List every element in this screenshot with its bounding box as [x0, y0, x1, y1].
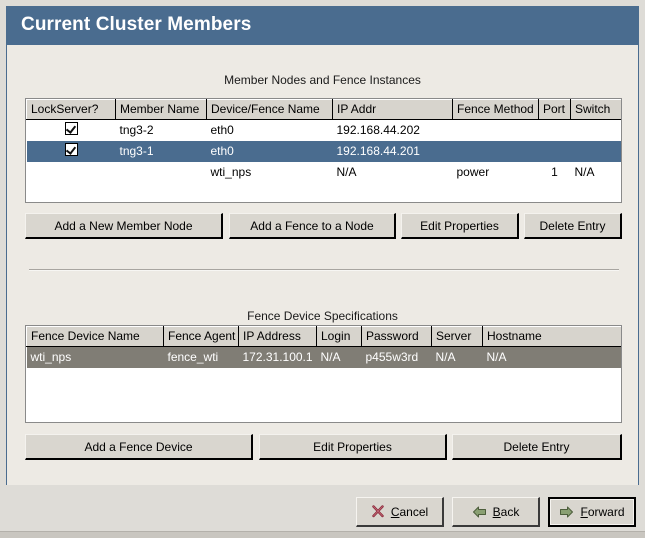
col-login[interactable]: Login — [316, 326, 362, 347]
table-row-selected[interactable]: tng3-1 eth0 192.168.44.201 — [26, 140, 621, 162]
table-row-selected[interactable]: wti_nps fence_wti 172.31.100.1 N/A p455w… — [26, 346, 621, 368]
arrow-right-icon — [559, 505, 574, 519]
col-lockserver[interactable]: LockServer? — [26, 99, 116, 120]
cell-port — [538, 140, 571, 162]
fence-devices-grid: Fence Device Name Fence Agent IP Address… — [26, 326, 621, 368]
dialog-content: Member Nodes and Fence Instances LockSer… — [7, 45, 638, 485]
col-fence-agent[interactable]: Fence Agent — [163, 326, 239, 347]
members-grid: LockServer? Member Name Device/Fence Nam… — [26, 99, 621, 183]
cancel-x-icon — [371, 504, 385, 519]
cell-ip-addr: N/A — [332, 161, 453, 183]
devices-header-row: Fence Device Name Fence Agent IP Address… — [26, 326, 621, 347]
cell-switch — [570, 119, 621, 141]
cell-fence-method — [452, 119, 539, 141]
col-password[interactable]: Password — [361, 326, 432, 347]
devices-section-title: Fence Device Specifications — [247, 309, 398, 323]
back-button-label: Back — [492, 504, 520, 519]
cell-ip-addr: 192.168.44.202 — [332, 119, 453, 141]
section-divider — [29, 269, 619, 271]
cell-device-fence-name: eth0 — [206, 119, 333, 141]
members-section-title: Member Nodes and Fence Instances — [224, 73, 421, 87]
cell-fence-device-name: wti_nps — [26, 346, 164, 368]
col-switch[interactable]: Switch — [570, 99, 621, 120]
arrow-left-icon — [472, 505, 487, 519]
forward-button-label: Forward — [580, 505, 625, 519]
forward-button[interactable]: Forward — [548, 497, 636, 527]
col-hostname[interactable]: Hostname — [482, 326, 621, 347]
cell-port: 1 — [538, 161, 571, 183]
cell-lockserver[interactable] — [26, 140, 116, 162]
cell-lockserver — [26, 161, 116, 183]
add-new-member-node-button[interactable]: Add a New Member Node — [25, 213, 223, 239]
delete-device-entry-button[interactable]: Delete Entry — [452, 434, 622, 460]
cancel-button-label: Cancel — [390, 504, 429, 519]
cell-ip-addr: 192.168.44.201 — [332, 140, 453, 162]
checkbox-checked-icon[interactable] — [64, 122, 78, 136]
cell-hostname: N/A — [482, 346, 621, 368]
add-fence-to-node-button[interactable]: Add a Fence to a Node — [229, 213, 396, 239]
cell-member-name: tng3-1 — [115, 140, 207, 162]
cell-server: N/A — [431, 346, 483, 368]
cell-login: N/A — [316, 346, 362, 368]
col-member-name[interactable]: Member Name — [115, 99, 207, 120]
delete-member-entry-button[interactable]: Delete Entry — [524, 213, 622, 239]
title-bar: Current Cluster Members — [7, 7, 638, 45]
cell-switch — [570, 140, 621, 162]
cell-port — [538, 119, 571, 141]
table-row[interactable]: tng3-2 eth0 192.168.44.202 — [26, 119, 621, 141]
cell-member-name — [115, 161, 207, 183]
cell-fence-method: power — [452, 161, 539, 183]
col-fence-method[interactable]: Fence Method — [452, 99, 539, 120]
window-bottom-edge — [0, 531, 645, 538]
col-port[interactable]: Port — [538, 99, 571, 120]
col-ip-addr[interactable]: IP Addr — [332, 99, 453, 120]
cell-lockserver[interactable] — [26, 119, 116, 141]
content-panel: Current Cluster Members Member Nodes and… — [6, 6, 639, 485]
page-title: Current Cluster Members — [21, 14, 252, 35]
col-server[interactable]: Server — [431, 326, 483, 347]
edit-device-properties-button[interactable]: Edit Properties — [259, 434, 447, 460]
cell-password: p455w3rd — [361, 346, 432, 368]
members-table[interactable]: LockServer? Member Name Device/Fence Nam… — [25, 98, 622, 203]
cell-ip-address: 172.31.100.1 — [238, 346, 317, 368]
edit-member-properties-button[interactable]: Edit Properties — [401, 213, 519, 239]
fence-devices-table[interactable]: Fence Device Name Fence Agent IP Address… — [25, 325, 622, 423]
cell-fence-method — [452, 140, 539, 162]
cell-member-name: tng3-2 — [115, 119, 207, 141]
members-header-row: LockServer? Member Name Device/Fence Nam… — [26, 99, 621, 120]
cell-device-fence-name: wti_nps — [206, 161, 333, 183]
cell-fence-agent: fence_wti — [163, 346, 239, 368]
cell-device-fence-name: eth0 — [206, 140, 333, 162]
cancel-button[interactable]: Cancel — [356, 497, 444, 527]
cell-switch: N/A — [570, 161, 621, 183]
col-fence-device-name[interactable]: Fence Device Name — [26, 326, 164, 347]
col-device-fence-name[interactable]: Device/Fence Name — [206, 99, 333, 120]
back-button[interactable]: Back — [452, 497, 540, 527]
table-row[interactable]: wti_nps N/A power 1 N/A — [26, 161, 621, 183]
col-ip-address[interactable]: IP Address — [238, 326, 317, 347]
add-fence-device-button[interactable]: Add a Fence Device — [25, 434, 253, 460]
checkbox-checked-icon[interactable] — [64, 143, 78, 156]
